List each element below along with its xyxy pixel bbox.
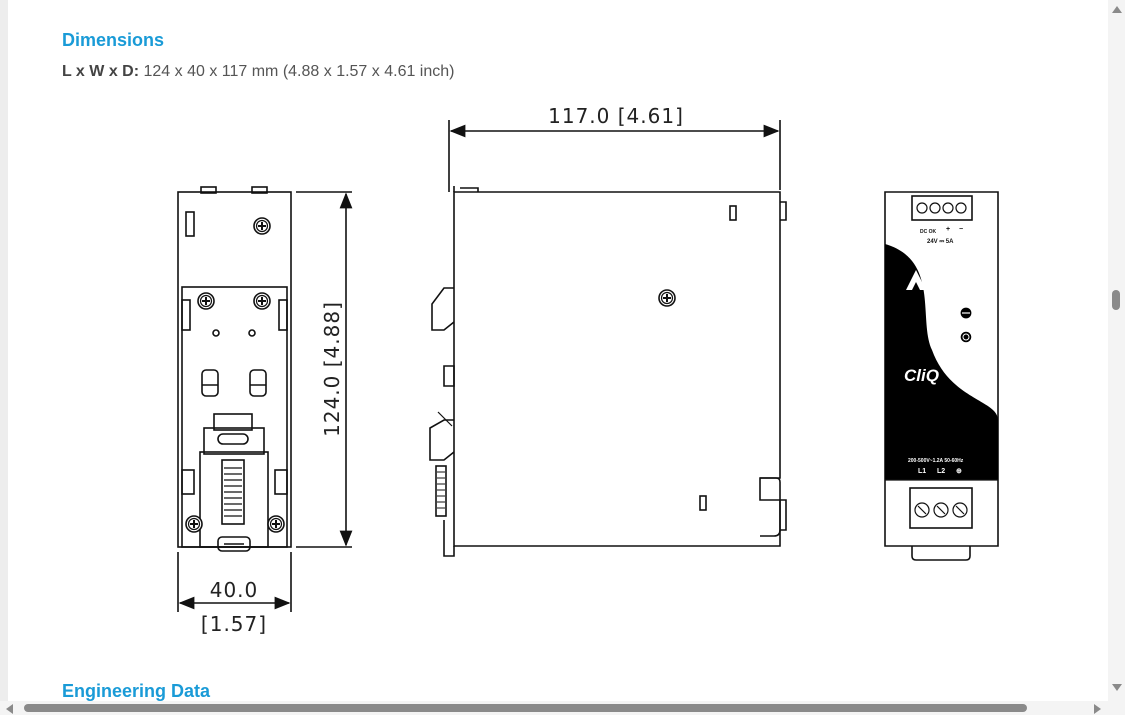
front-view: [884, 191, 999, 561]
side-view: [429, 186, 787, 557]
height-dimension-label: 124.0 [4.88]: [320, 301, 344, 437]
height-dimension: [296, 191, 353, 548]
screw-icon: [253, 217, 271, 235]
screw-icon: [267, 515, 285, 533]
triangle-left-icon[interactable]: [6, 704, 13, 714]
screw-icon: [185, 515, 203, 533]
page-left-edge: [0, 0, 8, 715]
output-rating-label: 24V ⎓ 5A: [927, 239, 954, 245]
vertical-scroll-thumb[interactable]: [1112, 290, 1120, 310]
rear-view: [177, 186, 292, 552]
dc-ok-terminal-label: DC OK: [920, 229, 937, 235]
width-mm-label: 40.0: [210, 578, 259, 602]
horizontal-scrollbar[interactable]: [0, 701, 1125, 715]
brand-label: DELTA: [930, 277, 971, 292]
plus-terminal-label: +: [946, 226, 950, 233]
vertical-scrollbar[interactable]: [1108, 0, 1125, 701]
adjust-label: Adjust: [974, 312, 993, 318]
dimensions-spec-value: 124 x 40 x 117 mm (4.88 x 1.57 x 4.61 in…: [143, 63, 455, 80]
screw-icon: [253, 292, 271, 310]
depth-dimension-label: 117.0 [4.61]: [548, 104, 684, 128]
dimensions-heading: Dimensions: [62, 30, 165, 50]
width-dimension: [177, 552, 292, 612]
engineering-data-heading: Engineering Data: [62, 681, 211, 701]
dimensions-spec-label: L x W x D:: [62, 63, 140, 80]
dimension-drawing: 40.0 [1.57] 124.0 [4.88] 117.0 [4.61] DC…: [177, 104, 999, 636]
dc-ok-label: DC OK: [974, 336, 994, 342]
l1-terminal-label: L1: [918, 468, 926, 475]
ground-terminal-label: ⊕: [956, 468, 962, 475]
triangle-right-icon[interactable]: [1094, 704, 1101, 714]
delta-logo-icon: [906, 270, 926, 290]
screw-icon: [197, 292, 215, 310]
minus-terminal-label: −: [959, 226, 963, 233]
input-rating-label: 200-500V~1.2A 50-60Hz: [908, 458, 964, 464]
dimensions-spec: L x W x D: 124 x 40 x 117 mm (4.88 x 1.5…: [62, 63, 454, 81]
width-inch-label: [1.57]: [201, 612, 267, 636]
depth-dimension: [448, 120, 781, 192]
triangle-down-icon[interactable]: [1112, 684, 1122, 691]
triangle-up-icon[interactable]: [1112, 6, 1122, 13]
series-label: CliQ: [904, 366, 939, 385]
l2-terminal-label: L2: [937, 468, 945, 475]
horizontal-scroll-thumb[interactable]: [24, 704, 1027, 712]
screw-icon: [658, 289, 676, 307]
